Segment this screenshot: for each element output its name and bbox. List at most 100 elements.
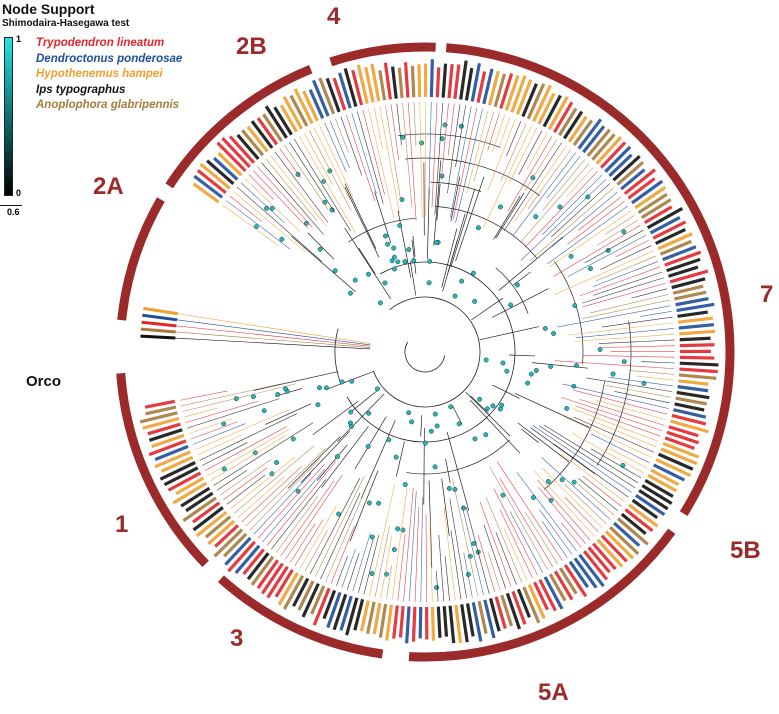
tip-branch <box>609 448 647 469</box>
tip-branch <box>577 483 615 516</box>
tip-label-mark <box>679 367 718 374</box>
tip-label-mark <box>600 534 628 563</box>
tip-branch <box>582 299 670 319</box>
tip-branch <box>340 116 363 176</box>
node-support-dot <box>484 406 490 412</box>
tip-branch <box>413 102 417 147</box>
tip-branch <box>488 552 501 591</box>
tip-branch <box>567 234 647 277</box>
tip-label-mark <box>297 580 315 611</box>
tip-branch <box>524 139 557 192</box>
orco-label-mark <box>140 334 176 340</box>
clade-label-4: 4 <box>327 3 341 30</box>
internal-arc <box>348 217 416 243</box>
tip-label-mark <box>256 117 279 146</box>
tip-label-mark <box>207 519 236 545</box>
tip-branch <box>304 529 328 572</box>
tip-branch <box>473 111 495 182</box>
tip-label-mark <box>250 555 275 586</box>
internal-branch <box>360 420 396 500</box>
tip-branch <box>529 187 614 261</box>
tip-label-mark <box>543 576 564 610</box>
tip-label-mark <box>435 67 441 98</box>
tip-branch <box>233 191 306 253</box>
tip-label-mark <box>145 405 177 416</box>
tip-label-mark <box>264 105 288 139</box>
node-support-dot <box>395 526 401 532</box>
clade-arc-5a <box>408 528 676 662</box>
tip-branch <box>590 294 669 314</box>
scale-bar <box>0 205 22 206</box>
tip-branch <box>450 530 462 600</box>
tip-label-mark <box>604 530 635 560</box>
node-support-dot <box>559 477 565 483</box>
internal-branch <box>520 428 539 443</box>
tip-branch <box>226 474 266 505</box>
tip-branch <box>428 102 432 196</box>
internal-branch <box>397 210 412 278</box>
tip-label-mark <box>666 430 700 445</box>
tip-branch <box>554 444 629 498</box>
node-support-dot <box>365 444 371 449</box>
tip-label-mark <box>487 70 500 106</box>
tip-branch <box>186 398 280 429</box>
tip-label-mark <box>236 133 260 161</box>
node-support-dot <box>315 402 321 408</box>
tip-branch <box>640 311 672 317</box>
tip-branch <box>560 396 663 432</box>
tip-label-mark <box>483 599 496 639</box>
tip-label-mark <box>655 458 692 478</box>
tip-label-mark <box>442 606 449 637</box>
tip-label-mark <box>616 161 645 186</box>
tip-label-mark <box>609 526 640 556</box>
tip-label-mark <box>337 72 352 109</box>
tip-branch <box>223 467 268 501</box>
node-support-dot <box>411 258 417 264</box>
tip-branch <box>495 531 517 585</box>
tip-label-mark <box>510 75 527 113</box>
tip-label-mark <box>613 521 641 547</box>
tip-label-mark <box>142 416 180 430</box>
tip-branch <box>635 375 674 381</box>
tip-branch <box>226 200 291 250</box>
internal-branch <box>349 389 378 413</box>
node-support-dot <box>397 223 403 228</box>
tip-branch <box>584 229 644 264</box>
tip-label-mark <box>668 425 699 438</box>
tip-branch <box>496 461 563 561</box>
tip-label-mark <box>144 399 176 409</box>
internal-branch <box>517 422 570 463</box>
tip-label-mark <box>612 155 641 182</box>
node-support-dot <box>269 205 275 211</box>
tip-branch <box>595 255 656 282</box>
orco-branch <box>177 319 371 346</box>
tip-branch <box>271 479 326 550</box>
node-support-dot <box>419 140 425 146</box>
tip-branch <box>289 523 316 563</box>
internal-branch <box>411 239 417 274</box>
tip-branch <box>253 473 312 535</box>
node-support-dot <box>391 547 397 553</box>
tip-label-mark <box>595 136 623 165</box>
legend-species-3: Hypothenemus hampei <box>36 68 163 80</box>
tip-label-mark <box>516 588 531 618</box>
clade-label-orco: Orco <box>26 373 61 390</box>
tip-branch <box>185 400 259 424</box>
internal-branch <box>423 427 425 505</box>
tip-branch <box>567 201 625 245</box>
tip-branch <box>180 383 283 407</box>
tip-branch <box>564 497 599 533</box>
tip-branch <box>285 474 343 560</box>
node-support-dot <box>332 268 338 274</box>
node-support-dot <box>472 436 478 442</box>
tip-branch <box>576 328 674 339</box>
node-support-dot <box>295 488 301 494</box>
tip-branch <box>229 195 262 222</box>
tip-label-mark <box>332 77 347 111</box>
tip-label-mark <box>662 245 697 262</box>
internal-arc <box>406 439 510 475</box>
tip-branch <box>562 383 669 409</box>
tip-label-mark <box>649 215 681 235</box>
tip-label-mark <box>277 572 299 606</box>
tip-label-mark <box>631 498 659 520</box>
